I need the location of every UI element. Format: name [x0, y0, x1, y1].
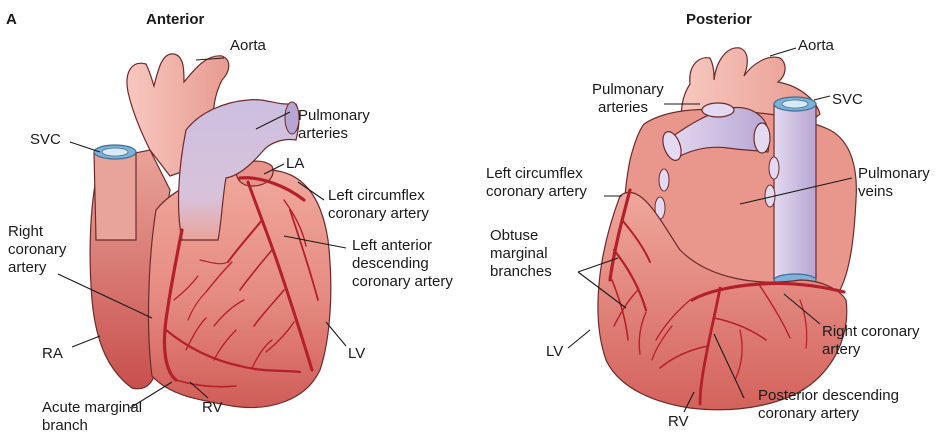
ra-label: RA	[42, 345, 63, 362]
la-label: LA	[286, 155, 304, 172]
posterior-pulmonary-label-2: arteries	[598, 99, 648, 116]
lad-label-3: coronary artery	[352, 273, 453, 290]
posterior-rv-label: RV	[668, 413, 689, 430]
posterior-lcx-label-2: coronary artery	[486, 183, 587, 200]
anterior-pulmonary-label-2: arteries	[298, 125, 348, 142]
pulmonary-veins-label-1: Pulmonary	[858, 165, 930, 182]
lad-label-2: descending	[352, 255, 429, 272]
panel-letter: A	[6, 11, 17, 28]
anterior-pulmonary-label-1: Pulmonary	[298, 107, 370, 124]
acute-marginal-label-2: branch	[42, 417, 88, 434]
anterior-rca-label-2: coronary	[8, 241, 67, 258]
anterior-rv-label: RV	[202, 399, 223, 416]
posterior-pulm-opening-right	[754, 123, 770, 153]
posterior-rca-label-2: artery	[822, 341, 861, 358]
obtuse-marginal-label-1: Obtuse	[490, 227, 538, 244]
anterior-svc-label: SVC	[30, 131, 61, 148]
posterior-lcx-label-1: Left circumflex	[486, 165, 583, 182]
obtuse-marginal-label-3: branches	[490, 263, 552, 280]
posterior-svc	[774, 104, 816, 280]
pda-label-2: coronary artery	[758, 405, 859, 422]
posterior-lv-label: LV	[546, 343, 563, 360]
pda-label-1: Posterior descending	[758, 387, 899, 404]
pulmonary-vein-1	[659, 169, 669, 191]
pulmonary-veins-label-2: veins	[858, 183, 893, 200]
anterior-title: Anterior	[146, 11, 205, 28]
posterior-pulmonary-label-1: Pulmonary	[592, 81, 664, 98]
posterior-svc-label: SVC	[832, 91, 863, 108]
acute-marginal-label-1: Acute marginal	[42, 399, 142, 416]
posterior-pulm-opening-top	[702, 103, 734, 117]
anterior-svc	[94, 152, 136, 240]
posterior-aorta-label: Aorta	[798, 37, 835, 54]
anterior-ventricles	[149, 170, 331, 408]
lad-label-1: Left anterior	[352, 237, 432, 254]
anterior-rca-label-3: artery	[8, 259, 47, 276]
pulmonary-vein-3	[769, 157, 779, 179]
posterior-rca-label-1: Right coronary	[822, 323, 920, 340]
anterior-lcx-label-1: Left circumflex	[328, 187, 425, 204]
anterior-aorta-label: Aorta	[230, 37, 267, 54]
posterior-title: Posterior	[686, 11, 752, 28]
anterior-heart	[90, 54, 331, 408]
pulmonary-opening	[285, 102, 299, 134]
anterior-lcx-label-2: coronary artery	[328, 205, 429, 222]
obtuse-marginal-label-2: marginal	[490, 245, 548, 262]
anterior-rca-label-1: Right	[8, 223, 44, 240]
anterior-lv-label: LV	[348, 345, 365, 362]
